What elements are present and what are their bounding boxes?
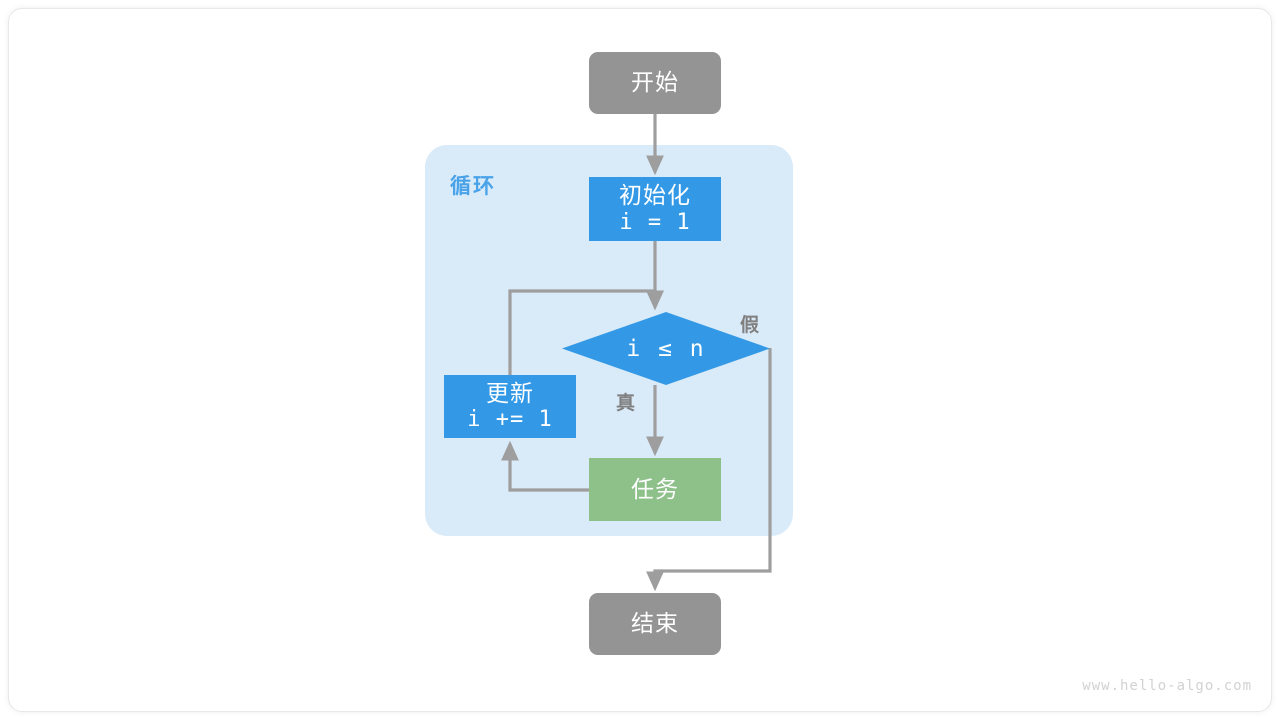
edge-task-to-update [501, 440, 589, 492]
node-end-label: 结束 [631, 610, 679, 637]
node-end[interactable]: 结束 [589, 593, 721, 655]
edge-label-false: 假 [740, 315, 761, 336]
node-init-label: 初始化 [619, 182, 691, 209]
edge-update-to-cond [508, 289, 664, 375]
loop-label: 循环 [450, 175, 496, 198]
node-start[interactable]: 开始 [589, 52, 721, 114]
node-update-label: 更新 [486, 379, 534, 406]
diamond-shape [562, 312, 770, 385]
node-update[interactable]: 更新 i += 1 [444, 375, 576, 438]
node-task[interactable]: 任务 [589, 458, 721, 521]
node-condition-label: i ≤ n [626, 335, 706, 362]
edge-label-true: 真 [616, 393, 637, 414]
watermark: www.hello-algo.com [1082, 678, 1252, 694]
node-condition[interactable]: i ≤ n [562, 312, 770, 385]
edge-cond-false-to-end [646, 348, 772, 592]
node-task-label: 任务 [631, 475, 679, 502]
node-init[interactable]: 初始化 i = 1 [589, 177, 721, 241]
node-start-label: 开始 [631, 69, 679, 96]
node-update-expr: i += 1 [467, 407, 553, 433]
node-init-expr: i = 1 [619, 209, 691, 235]
